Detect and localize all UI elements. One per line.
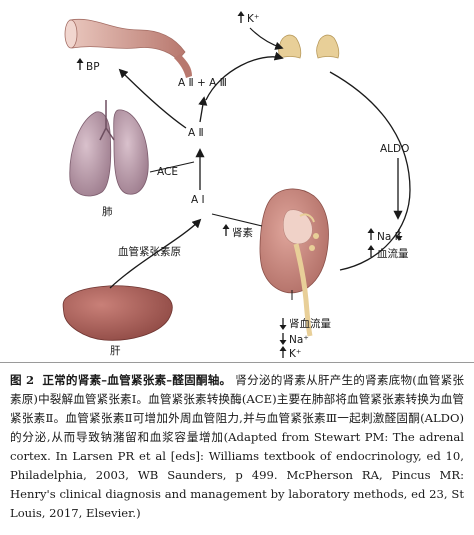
arrow-to-adrenal	[205, 51, 284, 101]
label-liver: 肝	[110, 345, 121, 357]
label-na-k: Na K	[377, 231, 403, 243]
ace-line	[149, 161, 195, 173]
arrow-k-to-adrenal	[249, 27, 284, 50]
bp-up-arrow-icon	[76, 58, 84, 70]
renin-line	[211, 213, 263, 227]
renin-up-arrow-icon	[222, 224, 230, 236]
label-k-top: K⁺	[247, 13, 259, 25]
label-kidney-flow: 肾血流量	[289, 317, 331, 330]
label-lung: 肺	[102, 206, 113, 218]
blood-vessel-illustration	[64, 18, 192, 78]
figure-number: 图 2	[10, 373, 35, 387]
raas-diagram: K⁺ BP A Ⅱ + A Ⅲ A Ⅱ ACE A Ⅰ 肺 ALDO Na K …	[62, 11, 411, 360]
na-down-arrow-icon	[279, 333, 287, 345]
k-bottom-up-arrow-icon	[279, 346, 287, 358]
label-blood-flow-right: 血流量	[377, 247, 409, 260]
label-ace: ACE	[157, 166, 178, 178]
arrow-a2-to-bp	[118, 68, 187, 129]
loop-arc-right	[329, 71, 411, 271]
liver-illustration	[62, 285, 173, 341]
label-na-plus: Na⁺	[289, 334, 309, 346]
label-renin: 肾素	[232, 226, 253, 239]
figure-caption: 图 2 正常的肾素–血管紧张素–醛固酮轴。肾分泌的肾素从肝产生的肾素底物(血管紧张…	[10, 371, 464, 523]
adrenal-glands-illustration	[278, 34, 340, 59]
label-a1: A Ⅰ	[191, 194, 205, 206]
label-aldo: ALDO	[380, 143, 409, 155]
label-k-bottom: K⁺	[289, 348, 301, 360]
blood-flow-up-arrow-icon	[367, 245, 375, 257]
lung-illustration	[69, 100, 149, 197]
label-a2-a3: A Ⅱ + A Ⅲ	[178, 77, 227, 89]
figure-caption-body: 肾分泌的肾素从肝产生的肾素底物(血管紧张素原)中裂解血管紧张素Ⅰ。血管紧张素转换…	[10, 373, 464, 520]
k-top-up-arrow-icon	[237, 11, 245, 23]
label-bp: BP	[86, 61, 100, 73]
kidney-flow-down-arrow-icon	[279, 318, 287, 330]
na-up-arrow-icon	[367, 228, 375, 240]
figure-title: 正常的肾素–血管紧张素–醛固酮轴。	[42, 373, 232, 387]
k-right-down-arrow-icon	[395, 229, 403, 241]
arrow-liver-to-a1	[109, 218, 202, 289]
arrow-a2-to-a2a3	[198, 96, 208, 123]
kidney-illustration	[259, 188, 329, 337]
label-a2: A Ⅱ	[188, 127, 204, 139]
label-angiotensinogen: 血管紧张素原	[118, 245, 181, 258]
caption-separator	[0, 362, 474, 363]
